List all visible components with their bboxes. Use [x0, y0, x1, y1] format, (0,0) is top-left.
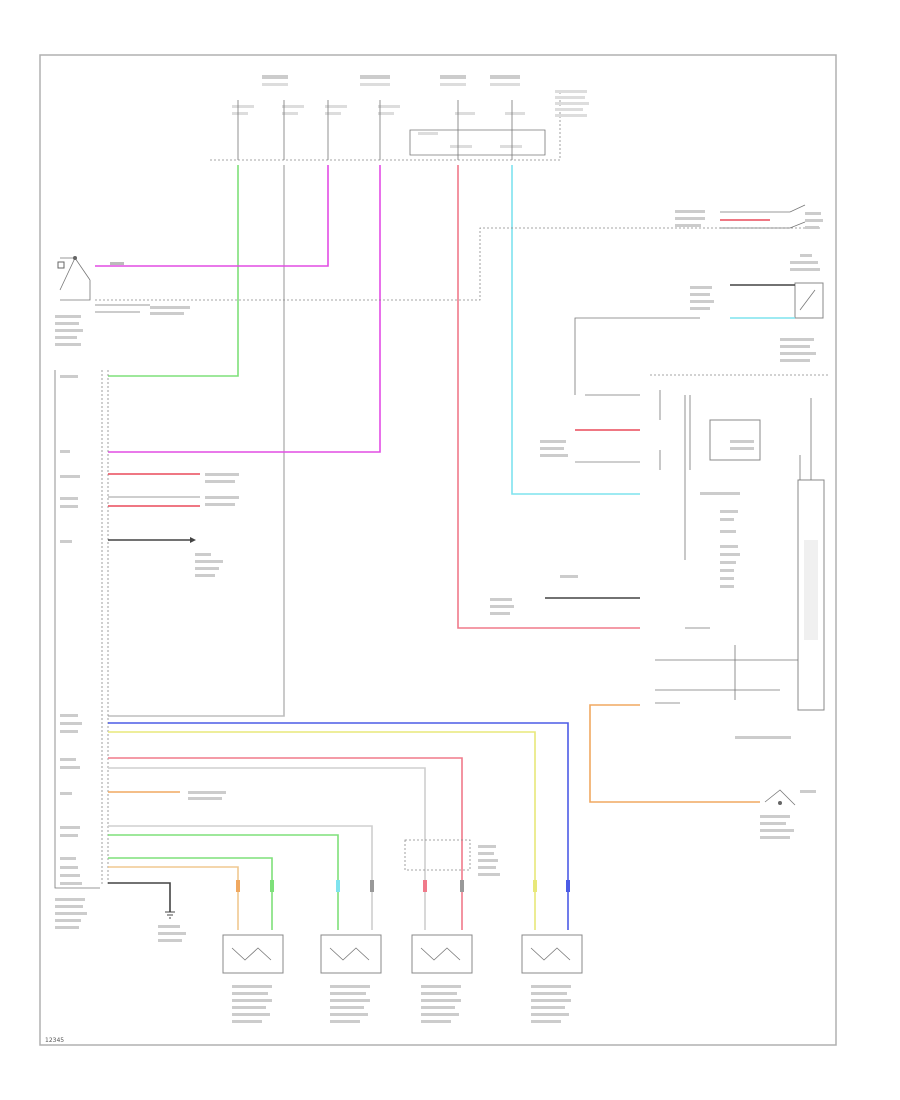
switch-icon: [57, 261, 65, 269]
sensor-connector-icon: [521, 934, 583, 974]
wire-yellow: [108, 731, 536, 930]
wire-green-power: [108, 165, 239, 377]
footer-code: 12345: [45, 1037, 64, 1044]
junction-block: [210, 75, 589, 161]
wire-orange-3: [589, 704, 760, 803]
right-top-switch: [675, 204, 823, 229]
sensor-front-right: [320, 934, 382, 1023]
wire-gray-left: [108, 165, 285, 717]
sensor-connector-icon: [320, 934, 382, 974]
diagram-frame: [39, 54, 837, 1046]
speed-sensor: [760, 789, 816, 839]
wire-magenta-main: [108, 165, 381, 453]
right-sensor-switch: [574, 254, 830, 395]
wire-green-2: [108, 834, 339, 930]
wire-blue: [108, 722, 569, 930]
sensor-connector-icon: [411, 934, 473, 974]
wire-gray-3: [108, 767, 426, 930]
wire-magenta-switch: [95, 165, 329, 267]
fuse-labels: [232, 75, 589, 148]
brake-switch: [55, 256, 190, 346]
sensor-rear-right: [521, 934, 583, 1023]
control-module-connector: [54, 370, 109, 929]
wire-orange-2: [108, 866, 239, 930]
sensor-front-left: [222, 934, 284, 1023]
wire-gray-4: [108, 825, 373, 930]
wire-markers: [236, 880, 570, 892]
wire-pink-2: [108, 757, 463, 930]
cruise-control-module: [490, 390, 825, 739]
sensor-connector-icon: [222, 934, 284, 974]
ground-icon: [165, 911, 175, 919]
wire-cyan: [511, 165, 640, 495]
sensor-rear-left: [411, 934, 473, 1023]
wire-green-3: [108, 857, 273, 930]
wire-black-2: [108, 882, 171, 912]
wire-pink: [457, 165, 640, 629]
